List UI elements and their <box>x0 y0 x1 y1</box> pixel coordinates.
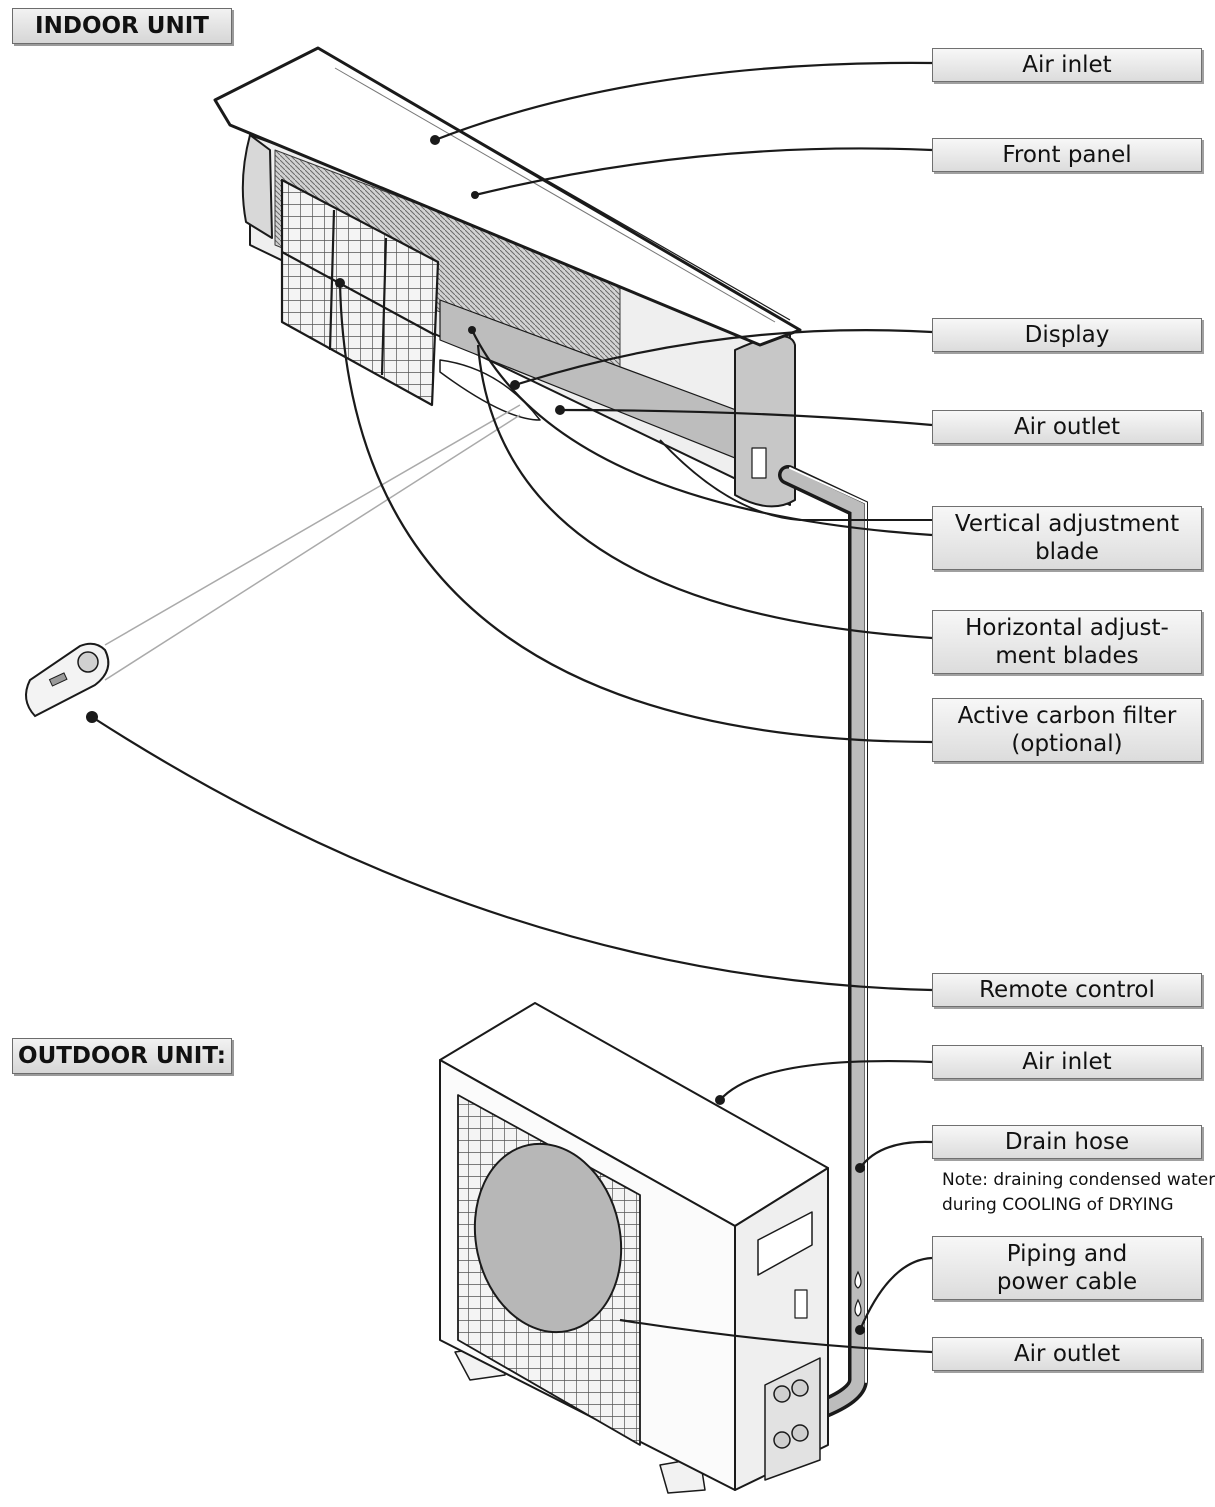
label-text-line-1: Active carbon filter <box>957 703 1177 729</box>
leader-dots <box>86 135 865 1335</box>
indoor-unit-body <box>213 46 802 508</box>
outdoor-unit-body <box>439 1002 829 1494</box>
label-text-line-1: Vertical adjustment <box>954 511 1180 537</box>
piping-duct <box>778 465 868 1420</box>
label-text: Air outlet <box>1013 414 1121 440</box>
label-text: Drain hose <box>1004 1129 1130 1155</box>
leader-lines <box>91 61 933 1354</box>
remote-control <box>25 404 521 718</box>
label-active-carbon-filter: Active carbon filter(optional) <box>932 698 1202 762</box>
label-display: Display <box>932 318 1202 352</box>
label-text: Air outlet <box>1013 1341 1121 1367</box>
label-air-outlet-outdoor: Air outlet <box>932 1337 1202 1371</box>
label-drain-hose: Drain hose <box>932 1125 1202 1159</box>
note-line-1: Note: draining condensed water <box>942 1170 1215 1190</box>
label-horizontal-adjustment-blades: Horizontal adjust-ment blades <box>932 610 1202 674</box>
label-air-inlet-indoor: Air inlet <box>932 48 1202 82</box>
label-remote-control: Remote control <box>932 973 1202 1007</box>
label-text-line-2: ment blades <box>995 643 1139 669</box>
indoor-unit-heading-text: INDOOR UNIT <box>35 13 209 39</box>
label-text: Remote control <box>979 977 1155 1003</box>
drain-hose-note: Note: draining condensed water during CO… <box>942 1168 1215 1218</box>
label-air-inlet-outdoor: Air inlet <box>932 1045 1202 1079</box>
label-text-line-1: Horizontal adjust- <box>965 615 1169 641</box>
outdoor-unit-heading-text: OUTDOOR UNIT: <box>18 1043 226 1069</box>
label-text-line-2: blade <box>1035 539 1099 565</box>
drain-drops <box>854 1270 862 1317</box>
label-text: Air inlet <box>1022 1049 1112 1075</box>
indoor-unit-heading: INDOOR UNIT <box>12 8 232 44</box>
label-text-line-2: (optional) <box>1011 731 1123 757</box>
label-text: Front panel <box>1002 142 1132 168</box>
label-air-outlet-indoor: Air outlet <box>932 410 1202 444</box>
label-front-panel: Front panel <box>932 138 1202 172</box>
label-text-line-1: Piping and <box>1006 1241 1128 1267</box>
outdoor-unit-heading: OUTDOOR UNIT: <box>12 1038 232 1074</box>
label-text-line-2: power cable <box>996 1269 1138 1295</box>
label-text: Air inlet <box>1022 52 1112 78</box>
note-line-2: during COOLING of DRYING <box>942 1195 1174 1215</box>
label-text: Display <box>1024 322 1110 348</box>
